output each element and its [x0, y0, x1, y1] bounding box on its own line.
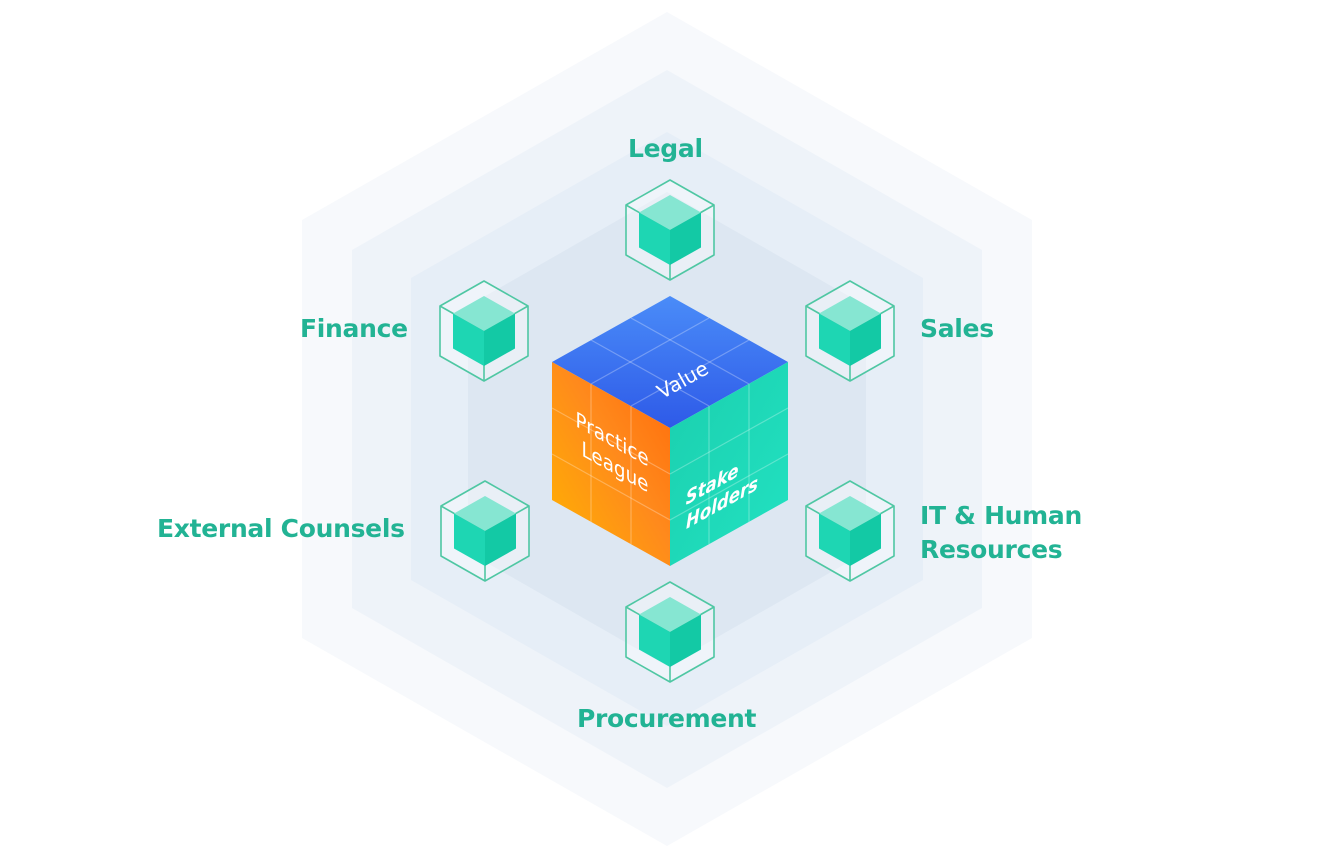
cube-left-grid	[552, 384, 670, 544]
node-cube-left	[454, 513, 485, 566]
node-cube-legal	[625, 179, 715, 281]
node-cube-right	[670, 212, 701, 265]
node-cube-procurement	[625, 581, 715, 683]
cube-top-grid	[590, 317, 750, 407]
label-it-human-resources-line1: IT & Human	[920, 501, 1083, 530]
central-cube: Value Practice League Stake Holders	[552, 296, 788, 566]
label-sales: Sales	[920, 314, 994, 343]
stakeholder-nodes	[439, 179, 895, 683]
label-finance: Finance	[300, 314, 408, 343]
node-cube-right	[485, 513, 516, 566]
label-it-human-resources-line2: Resources	[920, 535, 1063, 564]
node-cube-left	[453, 313, 484, 366]
node-cube-it-human-resources	[805, 480, 895, 582]
node-cube-sales	[805, 280, 895, 382]
node-cube-right	[670, 614, 701, 667]
label-external-counsels: External Counsels	[157, 514, 405, 543]
cube-right-grid	[670, 384, 788, 544]
node-cube-finance	[439, 280, 529, 382]
cube-right-face	[670, 362, 788, 566]
node-cube-right	[850, 513, 881, 566]
label-procurement: Procurement	[577, 704, 757, 733]
label-it-human-resources: IT & Human Resources	[920, 499, 1082, 567]
node-cube-external-counsels	[440, 480, 530, 582]
node-cube-left	[819, 313, 850, 366]
cube-left-face	[552, 362, 670, 566]
node-cube-right	[484, 313, 515, 366]
node-cube-right	[850, 313, 881, 366]
node-cube-left	[639, 212, 670, 265]
label-legal: Legal	[628, 134, 703, 163]
node-cube-left	[639, 614, 670, 667]
node-cube-left	[819, 513, 850, 566]
